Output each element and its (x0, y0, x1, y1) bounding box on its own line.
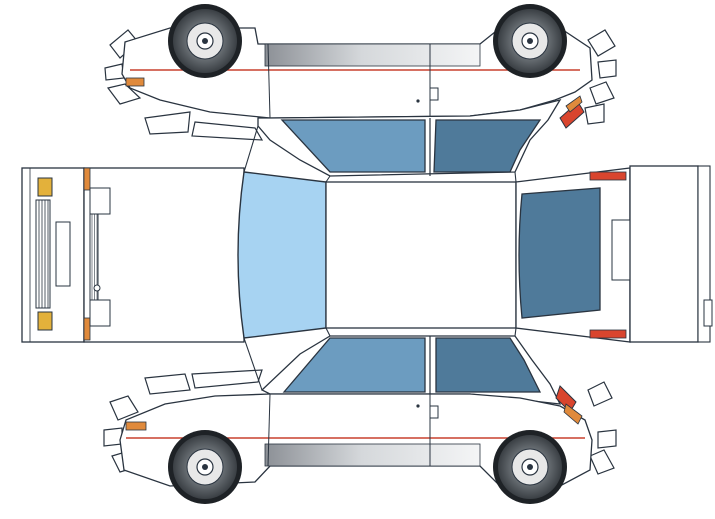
door-handle-icon (429, 87, 439, 101)
glue-tab (191, 121, 264, 141)
grille (35, 199, 51, 309)
glue-tab (144, 111, 191, 135)
tail-light-icon (589, 171, 627, 181)
tail-light-icon (563, 403, 583, 425)
door-seam (267, 393, 271, 467)
license-plate-icon (611, 219, 633, 281)
wheel-icon (168, 430, 242, 504)
grille-intake (89, 213, 99, 301)
sill-trim (264, 43, 481, 67)
roof-panel (325, 181, 517, 329)
side-panel-bottom (103, 335, 617, 504)
tail-light-icon (565, 95, 583, 113)
wheel-icon (493, 430, 567, 504)
glue-tab (597, 59, 617, 79)
head-light-icon (125, 77, 145, 87)
rear-tab (697, 165, 711, 343)
tail-light-icon (589, 329, 627, 339)
rear-hatch-panel (515, 165, 713, 343)
indicator-icon (37, 311, 53, 331)
grille-slats (38, 200, 49, 308)
emblem (93, 284, 101, 292)
glue-tab (104, 63, 125, 81)
sill-trim (264, 443, 481, 467)
door-seam (267, 43, 271, 119)
side-marker (83, 317, 91, 341)
headlamp (89, 299, 111, 327)
glue-tab (589, 81, 615, 105)
glue-tab (191, 369, 263, 389)
head-light-icon (125, 421, 147, 431)
window-front (280, 119, 426, 173)
window-rear (433, 119, 542, 173)
indicator-icon (37, 177, 53, 197)
rear-window (518, 187, 601, 319)
glue-tab (597, 429, 617, 449)
front-fascia (21, 167, 85, 343)
wheel-icon (493, 4, 567, 78)
windshield (237, 171, 327, 339)
headlamp (89, 187, 111, 215)
lock-dot (416, 404, 420, 408)
rear-bumper-lip (703, 299, 713, 327)
glue-tab (587, 29, 616, 57)
license-plate-icon (55, 221, 71, 287)
glue-tab (144, 373, 191, 395)
fold-lines (243, 125, 517, 391)
glue-tab (587, 381, 613, 407)
window-front (282, 337, 426, 393)
glue-tab (584, 103, 605, 125)
hood-panel (21, 167, 327, 343)
lock-dot (416, 99, 420, 103)
glue-tab (106, 83, 142, 105)
wheel-icon (168, 4, 242, 78)
glue-tab (103, 427, 123, 447)
door-handle-icon (429, 405, 439, 419)
glue-tab (109, 395, 139, 421)
rear-bumper (629, 165, 699, 343)
glue-tab (589, 449, 615, 475)
window-rear (435, 337, 542, 393)
side-marker (83, 167, 91, 191)
hood (83, 167, 245, 343)
roof (325, 181, 517, 329)
side-panel-top (104, 4, 617, 177)
